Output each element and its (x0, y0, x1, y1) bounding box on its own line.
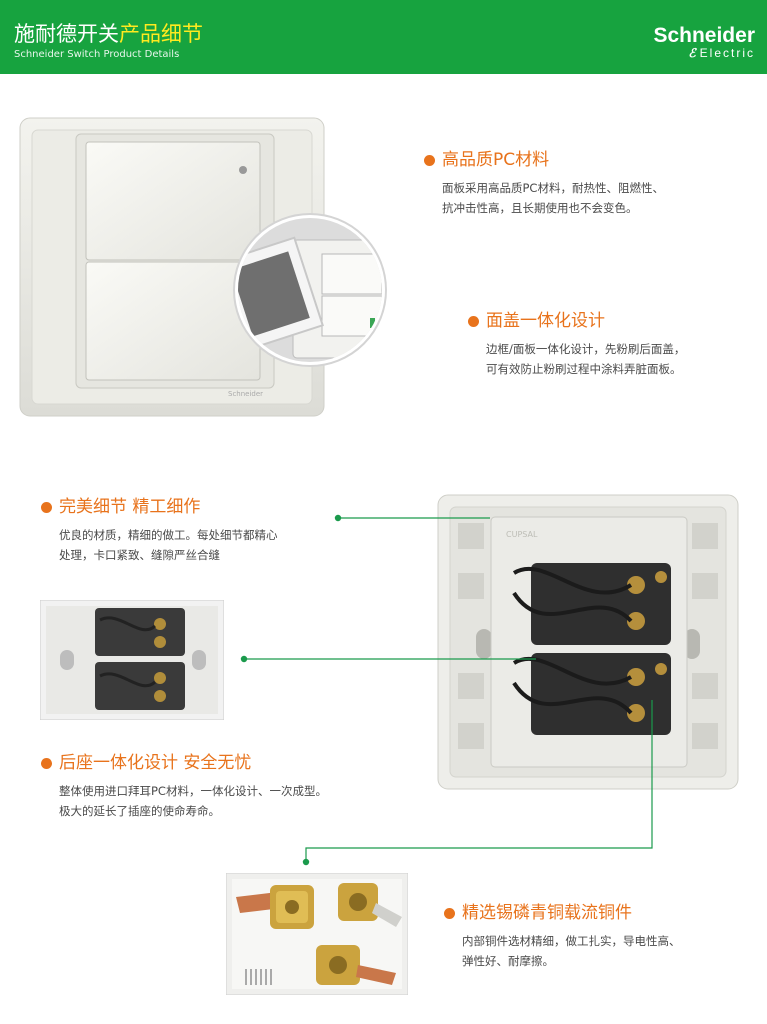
feature-title: 面盖一体化设计 (486, 311, 605, 331)
page-title-highlight: 产品细节 (119, 22, 203, 46)
feature-desc-line: 优良的材质，精细的做工。每处细节都精心 (59, 528, 278, 542)
page-title: 施耐德开关产品细节 (14, 22, 203, 46)
feature-cover-design: 面盖一体化设计 边框/面板一体化设计，先粉刷后面盖， 可有效防止粉刷过程中涂料弄脏… (468, 311, 685, 379)
bullet-dot-icon (41, 501, 52, 513)
switch-panel-photo: Schneider (19, 117, 387, 417)
header-banner: 施耐德开关产品细节 Schneider Switch Product Detai… (0, 0, 767, 74)
feature-backseat-design: 后座一体化设计 安全无忧 整体使用进口拜耳PC材料，一体化设计、一次成型。极大的… (41, 753, 327, 821)
copper-parts-photo (226, 873, 408, 995)
feature-copper-parts: 精选锡磷青铜载流铜件 内部铜件选材精细，做工扎实，导电性高、弹性好、耐摩擦。 (444, 903, 681, 971)
svg-text:CUPSAL: CUPSAL (506, 530, 538, 539)
connector-dot-icon (302, 858, 310, 866)
logo-wordmark: Schneider (653, 24, 755, 47)
terminal-detail-photo (40, 600, 224, 720)
feature-title: 完美细节 精工细作 (59, 497, 201, 517)
feature-desc-line: 面板采用高品质PC材料，耐热性、阻燃性、 (442, 181, 664, 195)
switch-back-photo: CUPSAL (437, 494, 739, 790)
feature-desc-line: 可有效防止粉刷过程中涂料弄脏面板。 (486, 362, 682, 376)
feature-desc-line: 弹性好、耐摩擦。 (462, 954, 554, 968)
page-subtitle: Schneider Switch Product Details (14, 49, 180, 60)
feature-desc-line: 边框/面板一体化设计，先粉刷后面盖， (486, 342, 686, 356)
bullet-dot-icon (424, 154, 435, 166)
feature-title: 精选锡磷青铜载流铜件 (462, 903, 632, 923)
feature-desc-line: 内部铜件选材精细，做工扎实，导电性高、 (462, 934, 681, 948)
svg-text:Schneider: Schneider (228, 390, 263, 398)
feature-desc-line: 处理，卡口紧致、缝隙严丝合缝 (59, 548, 220, 562)
bullet-dot-icon (444, 907, 455, 919)
feature-desc-line: 极大的延长了插座的使命寿命。 (59, 804, 220, 818)
feature-title: 后座一体化设计 安全无忧 (59, 753, 252, 773)
feature-fine-details: 完美细节 精工细作 优良的材质，精细的做工。每处细节都精心处理，卡口紧致、缝隙严… (41, 497, 278, 565)
feature-desc-line: 抗冲击性高，且长期使用也不会变色。 (442, 201, 638, 215)
feature-desc-line: 整体使用进口拜耳PC材料，一体化设计、一次成型。 (59, 784, 327, 798)
feature-pc-material: 高品质PC材料 面板采用高品质PC材料，耐热性、阻燃性、抗冲击性高，且长期使用也… (424, 150, 664, 218)
connector-dot-icon (240, 655, 248, 663)
connector-dot-icon (334, 514, 342, 522)
bullet-dot-icon (468, 315, 479, 327)
feature-title: 高品质PC材料 (442, 150, 550, 170)
bullet-dot-icon (41, 757, 52, 769)
logo-leaf-icon: ℰ (688, 46, 698, 60)
